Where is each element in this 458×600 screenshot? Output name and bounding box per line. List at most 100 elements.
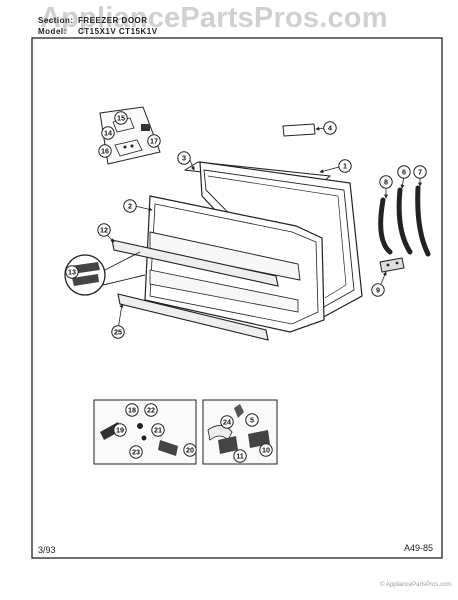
callout-circle	[123, 199, 137, 213]
revision-date: 3/93	[38, 545, 56, 555]
inner-door-liner	[144, 195, 325, 333]
callout-number: 3	[182, 154, 186, 163]
callout-circle	[111, 325, 125, 339]
model-label: Model:	[38, 27, 67, 36]
nameplate	[282, 123, 316, 137]
callout-19: 19	[113, 423, 127, 437]
callout-number: 19	[116, 426, 124, 435]
hinge-pin	[141, 124, 150, 131]
callout-circle	[97, 223, 111, 237]
callout-number: 20	[186, 446, 194, 455]
watermark: AppliancePartsPros.com	[40, 2, 388, 34]
section-value: FREEZER DOOR	[78, 16, 148, 25]
callout-2: 2	[123, 199, 137, 213]
diagram-code: A49-85	[404, 543, 434, 553]
latch-bracket	[218, 436, 238, 454]
callout-number: 18	[128, 406, 136, 415]
page-border	[31, 37, 443, 559]
section-label: Section:	[38, 16, 74, 25]
callout-14: 14	[101, 126, 115, 140]
callout-circle	[177, 151, 191, 165]
callout-number: 23	[132, 448, 140, 457]
callout-13: 13	[65, 265, 79, 279]
callout-number: 1	[343, 162, 347, 171]
callout-number: 24	[223, 418, 231, 427]
callout-11: 11	[233, 449, 247, 463]
callout-circle	[259, 443, 273, 457]
callout-circle	[65, 265, 79, 279]
callout-number: 2	[128, 202, 132, 211]
callout-9: 9	[371, 283, 385, 297]
callout-15: 15	[114, 111, 128, 125]
callout-circle	[323, 121, 337, 135]
model-value: CT15X1V CT15K1V	[78, 27, 158, 36]
handle-bracket	[158, 440, 178, 456]
callout-6: 6	[397, 165, 411, 179]
callout-4: 4	[323, 121, 337, 135]
callout-number: 17	[150, 137, 158, 146]
callout-number: 7	[418, 168, 422, 177]
callout-25: 25	[111, 325, 125, 339]
callout-circle	[183, 443, 197, 457]
callout-number: 11	[236, 452, 244, 461]
callout-circle	[220, 415, 234, 429]
callout-7: 7	[413, 165, 427, 179]
liner-shelf-upper	[149, 231, 301, 281]
callout-number: 15	[117, 114, 125, 123]
gasket-strip-7	[415, 185, 431, 257]
callout-number: 22	[147, 406, 155, 415]
callout-circle	[101, 126, 115, 140]
liner-shelf-lower	[149, 269, 299, 313]
callout-circle	[233, 449, 247, 463]
callout-circle	[144, 403, 158, 417]
hinge-plate-large	[114, 139, 143, 157]
callout-12: 12	[97, 223, 111, 237]
callout-number: 5	[250, 416, 254, 425]
callout-number: 13	[68, 268, 76, 277]
copyright-notice: © AppliancePartsPros.com	[380, 582, 452, 588]
callout-number: 25	[114, 328, 122, 337]
gasket-strip-8	[378, 197, 393, 255]
callout-circle	[98, 144, 112, 158]
callout-number: 8	[384, 178, 388, 187]
callout-circle	[151, 423, 165, 437]
door-bottom-shelf-bar	[117, 293, 269, 341]
callout-circle	[147, 134, 161, 148]
callout-circle	[397, 165, 411, 179]
callout-16: 16	[98, 144, 112, 158]
callout-circle	[113, 423, 127, 437]
callout-number: 16	[101, 147, 109, 156]
callout-circle	[114, 111, 128, 125]
callout-circle	[338, 159, 352, 173]
callout-1: 1	[338, 159, 352, 173]
callout-number: 9	[376, 286, 380, 295]
callout-21: 21	[151, 423, 165, 437]
inset-hinge-parts-box	[99, 106, 161, 165]
callout-number: 12	[100, 226, 108, 235]
callout-22: 22	[144, 403, 158, 417]
hinge-bracket	[379, 257, 405, 273]
callout-number: 10	[262, 446, 270, 455]
screw-part	[234, 404, 244, 418]
callout-circle	[413, 165, 427, 179]
door-shelf-bar	[111, 239, 279, 287]
callout-circle	[371, 283, 385, 297]
callout-20: 20	[183, 443, 197, 457]
callout-number: 6	[402, 168, 406, 177]
callout-number: 14	[104, 129, 112, 138]
callout-24: 24	[220, 415, 234, 429]
callout-3: 3	[177, 151, 191, 165]
callout-number: 4	[328, 124, 332, 133]
callout-number: 21	[154, 426, 162, 435]
callout-circle	[125, 403, 139, 417]
callout-10: 10	[259, 443, 273, 457]
shelf-retainer-detail	[64, 251, 146, 296]
callout-circle	[245, 413, 259, 427]
callout-8: 8	[379, 175, 393, 189]
callout-circle	[129, 445, 143, 459]
callout-18: 18	[125, 403, 139, 417]
gasket-strip-6	[396, 187, 413, 255]
